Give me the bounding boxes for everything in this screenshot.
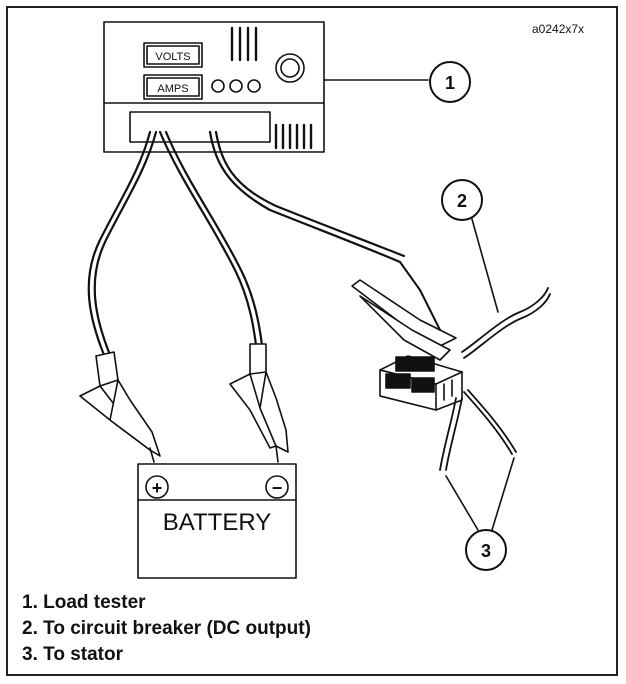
figure-code: a0242x7x [532, 22, 585, 36]
vent-icon [274, 123, 313, 150]
small-knob-icon [247, 79, 261, 93]
breaker-clamp [351, 261, 457, 361]
callout-number-2: 2 [457, 191, 467, 211]
legend: 1. Load tester 2. To circuit breaker (DC… [22, 590, 311, 668]
positive-terminal-symbol: + [152, 478, 163, 498]
callout-number-1: 1 [445, 73, 455, 93]
circuit-breaker [379, 355, 463, 411]
legend-item: 3. To stator [22, 644, 123, 665]
dial-knob-icon [275, 53, 305, 83]
negative-terminal-symbol: − [272, 478, 283, 498]
callout-circle-2 [441, 179, 483, 221]
callout-circle-3 [465, 529, 507, 571]
callout-number-3: 3 [481, 541, 491, 561]
positive-clamp [79, 351, 161, 463]
breaker-wires [439, 287, 551, 471]
legend-item: 2. To circuit breaker (DC output) [22, 618, 311, 639]
negative-terminal-icon [265, 475, 289, 499]
small-knob-icon [211, 79, 225, 93]
callout-circle-1 [429, 61, 471, 103]
volts-box [143, 42, 203, 68]
negative-clamp [229, 343, 289, 463]
tester-cables [87, 130, 406, 357]
positive-terminal-icon [145, 475, 169, 499]
small-knob-icon [229, 79, 243, 93]
amps-box [143, 74, 203, 100]
battery [137, 463, 297, 579]
amps-label: AMPS [157, 83, 188, 95]
vent-icon [230, 26, 258, 62]
load-tester [103, 21, 429, 153]
battery-label: BATTERY [163, 509, 271, 536]
legend-item: 1. Load tester [22, 592, 146, 613]
volts-label: VOLTS [155, 51, 190, 63]
